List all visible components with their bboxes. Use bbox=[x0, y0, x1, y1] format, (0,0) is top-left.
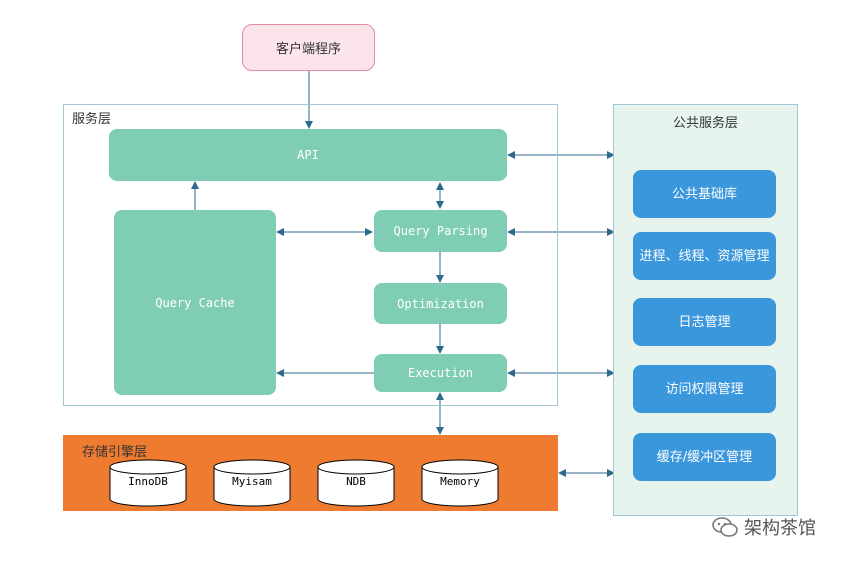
execution-node: Execution bbox=[374, 354, 507, 392]
public-item-process-management: 进程、线程、资源管理 bbox=[633, 232, 776, 280]
query-cache-node: Query Cache bbox=[114, 210, 276, 395]
service-layer-title: 服务层 bbox=[72, 112, 112, 127]
optimization-node: Optimization bbox=[374, 283, 507, 324]
engine-ndb-cylinder: NDB bbox=[317, 459, 395, 507]
engine-label: Memory bbox=[440, 475, 480, 488]
public-service-layer-title: 公共服务层 bbox=[672, 116, 738, 131]
service-layer-container bbox=[63, 104, 558, 406]
watermark-text: 架构茶馆 bbox=[744, 518, 816, 539]
database-cylinder-icon bbox=[213, 459, 291, 507]
public-item-base-library: 公共基础库 bbox=[633, 170, 776, 218]
watermark: 架构茶馆 bbox=[712, 514, 816, 540]
engine-label: NDB bbox=[346, 475, 366, 488]
database-cylinder-icon bbox=[317, 459, 395, 507]
engine-memory-cylinder: Memory bbox=[421, 459, 499, 507]
api-node: API bbox=[109, 129, 507, 181]
database-cylinder-icon bbox=[421, 459, 499, 507]
public-item-access-control: 访问权限管理 bbox=[633, 365, 776, 413]
public-item-cache-buffer: 缓存/缓冲区管理 bbox=[633, 433, 776, 481]
database-cylinder-icon bbox=[109, 459, 187, 507]
storage-engine-layer-title: 存储引擎层 bbox=[82, 445, 148, 460]
client-program-node: 客户端程序 bbox=[242, 24, 375, 71]
engine-label: InnoDB bbox=[128, 475, 168, 488]
public-item-log-management: 日志管理 bbox=[633, 298, 776, 346]
query-parsing-node: Query Parsing bbox=[374, 210, 507, 252]
engine-innodb-cylinder: InnoDB bbox=[109, 459, 187, 507]
engine-myisam-cylinder: Myisam bbox=[213, 459, 291, 507]
engine-label: Myisam bbox=[232, 475, 272, 488]
wechat-icon bbox=[712, 517, 738, 537]
